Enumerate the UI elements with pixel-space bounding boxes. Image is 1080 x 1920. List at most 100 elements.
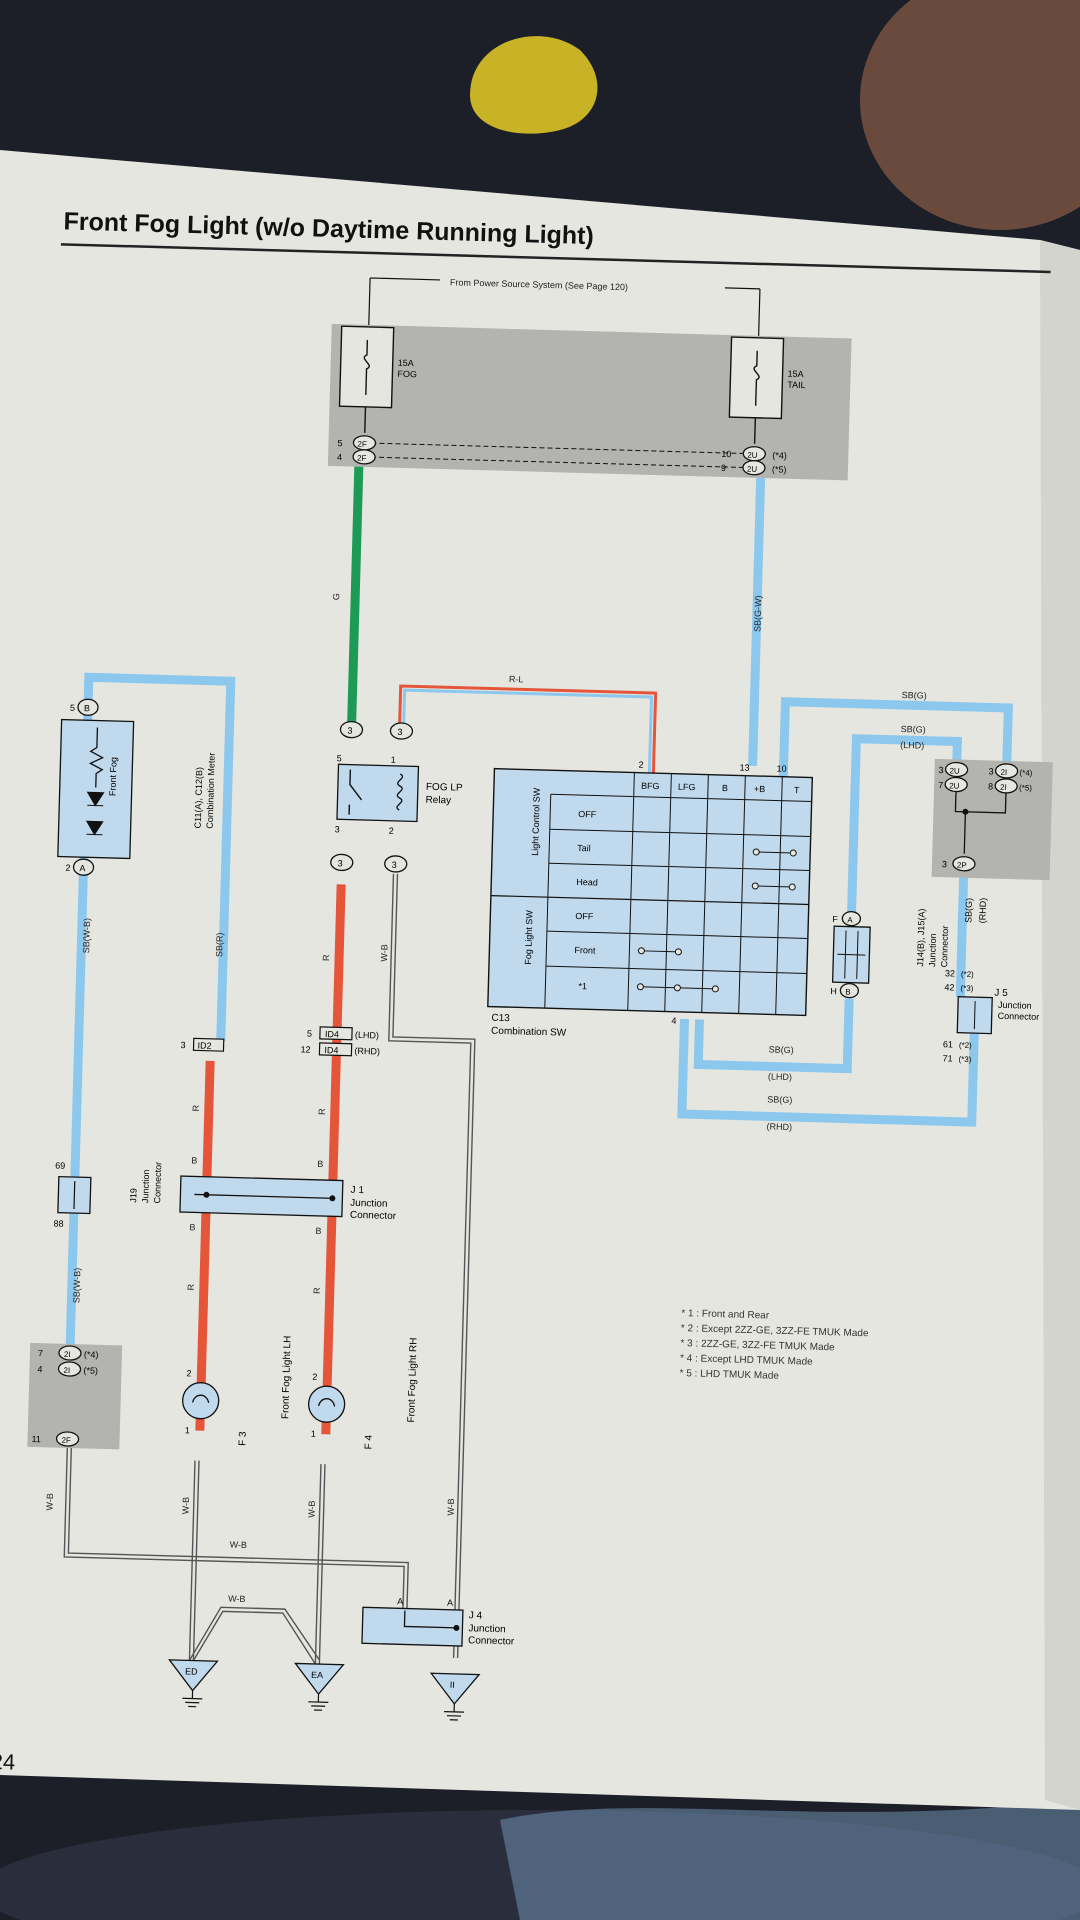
relay-pin-3: 3 bbox=[335, 824, 340, 834]
j5-note-3b: (*3) bbox=[958, 1055, 971, 1064]
wire-g bbox=[346, 466, 364, 730]
conn-2f-bottom: 2F bbox=[61, 1436, 71, 1445]
meter-id: C11(A), C12(B) bbox=[193, 767, 205, 829]
conn-2i-b: 2I bbox=[63, 1366, 70, 1375]
pin-2u-9: 9 bbox=[721, 463, 726, 473]
right-pin-3c: 3 bbox=[942, 859, 947, 869]
connector-2u-9 bbox=[742, 460, 766, 476]
right-pin-7: 7 bbox=[938, 780, 943, 790]
label-rhd-1: (RHD) bbox=[766, 1121, 792, 1132]
f4-name: Front Fog Light RH bbox=[406, 1337, 419, 1422]
fog-light-f4: 2 1 F 4 Front Fog Light RH bbox=[307, 1337, 420, 1450]
right-2u-b: 2U bbox=[949, 781, 960, 790]
fuse-tail bbox=[728, 336, 785, 420]
right-note-5: (*5) bbox=[1019, 783, 1032, 792]
combination-meter: B 5 Front Fog A 2 C11(A), C12(B) Combina… bbox=[57, 698, 217, 876]
label-r-l: R-L bbox=[509, 674, 524, 684]
notes: * 1 : Front and Rear * 2 : Except 2ZZ-GE… bbox=[679, 1308, 869, 1382]
junction-j14-j15: A F B H J14(B), J15(A) Junction Connecto… bbox=[830, 908, 950, 999]
right-note-4: (*4) bbox=[1019, 768, 1032, 777]
wire-sb-w-b-meter bbox=[63, 672, 236, 1408]
connector-2f-4 bbox=[352, 449, 376, 465]
wire-r-l bbox=[397, 684, 658, 774]
label-sb-w-b-1: SB(W-B) bbox=[81, 918, 92, 954]
ground-ii-label: II bbox=[450, 1680, 455, 1690]
j19-pin-88: 88 bbox=[53, 1219, 63, 1229]
j5-id: J 5 bbox=[994, 988, 1008, 999]
label-sb-w-b-2: SB(W-B) bbox=[71, 1268, 82, 1304]
label-sb-g-1: SB(G) bbox=[902, 690, 927, 701]
j14-pin-b: B bbox=[845, 988, 851, 997]
pin-2u-10: 10 bbox=[721, 449, 731, 459]
right-2u-a: 2U bbox=[949, 766, 960, 775]
manual-page: Front Fog Light (w/o Daytime Running Lig… bbox=[0, 150, 1080, 1810]
junction-j19: 69 88 J19 Junction Connector bbox=[53, 1161, 163, 1229]
ground-ii: II bbox=[429, 1672, 481, 1721]
id2-box: ID2 bbox=[197, 1040, 211, 1050]
relay-pin-2-conn: 3 bbox=[392, 860, 397, 870]
label-w-b-4: W-B bbox=[306, 1500, 316, 1518]
j14-name: Junction bbox=[927, 933, 938, 967]
j5-note-2b: (*2) bbox=[959, 1041, 972, 1050]
connector-2u-2i-2p: 2U 2U 2I 2I 3 7 3 8 (*4) (*5) 2P 3 bbox=[931, 758, 1053, 881]
f3-pin-1: 1 bbox=[185, 1425, 190, 1435]
f4-id: F 4 bbox=[363, 1434, 374, 1449]
right-pin-3b: 3 bbox=[988, 766, 993, 776]
wire-r-lh bbox=[195, 1060, 215, 1431]
label-w-b-6: W-B bbox=[230, 1540, 248, 1550]
j5-sub: Connector bbox=[998, 1011, 1040, 1022]
connector-2u-label-b: 2U bbox=[747, 465, 758, 474]
meter-pin-b: B bbox=[84, 703, 90, 713]
label-w-b-7: W-B bbox=[228, 1594, 246, 1604]
sw-col-bfg: BFG bbox=[641, 781, 660, 792]
note-ref-4-top: (*4) bbox=[772, 450, 787, 460]
sw-group-fog-light: Fog Light SW bbox=[523, 910, 535, 965]
ground-ea-label: EA bbox=[311, 1670, 323, 1680]
label-w-b-2: W-B bbox=[45, 1493, 55, 1511]
sw-row-off-2: OFF bbox=[575, 911, 594, 922]
note-1: * 1 : Front and Rear bbox=[681, 1308, 770, 1321]
id4-rhd: (RHD) bbox=[354, 1046, 380, 1057]
label-b-2: B bbox=[189, 1222, 195, 1232]
wire-r-rh bbox=[321, 884, 346, 1435]
relay-pin-3-conn: 3 bbox=[338, 858, 343, 868]
fuse-fog-name: FOG bbox=[397, 369, 417, 380]
junction-j1: J 1 Junction Connector bbox=[179, 1175, 397, 1222]
label-sb-g-5: SB(G) bbox=[963, 898, 974, 923]
sw-col-plus-b: +B bbox=[754, 784, 766, 794]
right-pin-8: 8 bbox=[988, 781, 993, 791]
j19-pin-69: 69 bbox=[55, 1161, 65, 1171]
meter-pin-2: 2 bbox=[65, 863, 70, 873]
j4-pin-a2: A bbox=[447, 1598, 453, 1608]
sw-pin-13: 13 bbox=[739, 762, 749, 772]
label-sb-g-w: SB(G-W) bbox=[752, 595, 763, 632]
sw-pin-4: 4 bbox=[671, 1016, 676, 1026]
label-lhd-1: (LHD) bbox=[900, 740, 924, 751]
relay-pin-2: 2 bbox=[389, 826, 394, 836]
id4-lhd: (LHD) bbox=[355, 1030, 379, 1041]
conn-2i-pin-7: 7 bbox=[38, 1348, 43, 1358]
label-r-2: R bbox=[191, 1104, 201, 1111]
pin-2f-4: 4 bbox=[337, 452, 342, 462]
j19-id: J19 bbox=[128, 1188, 138, 1203]
relay-pin-1: 1 bbox=[391, 755, 396, 765]
sw-col-lfg: LFG bbox=[678, 782, 696, 792]
sw-row-star1: *1 bbox=[578, 981, 587, 991]
right-2i-a: 2I bbox=[1000, 768, 1007, 777]
label-sb-g-3: SB(G) bbox=[769, 1044, 794, 1055]
id4-pin-5: 5 bbox=[307, 1029, 312, 1039]
sw-col-t: T bbox=[794, 785, 800, 795]
conn-2i-pin-4: 4 bbox=[37, 1364, 42, 1374]
sw-row-head: Head bbox=[576, 877, 598, 888]
j4-name: Junction bbox=[468, 1623, 506, 1635]
j4-id: J 4 bbox=[469, 1610, 483, 1621]
j4-sub: Connector bbox=[468, 1635, 515, 1647]
wire-sb-g-w bbox=[748, 477, 766, 766]
ground-ed: ED bbox=[168, 1659, 219, 1708]
label-w-b-3: W-B bbox=[181, 1497, 191, 1515]
fuse-fog-rating: 15A bbox=[398, 358, 414, 368]
wire-sb-g-lower-lhd bbox=[693, 998, 854, 1074]
j14-pin-f: F bbox=[832, 914, 838, 924]
sw-col-b: B bbox=[722, 783, 728, 793]
j14-pin-a: A bbox=[847, 916, 853, 925]
